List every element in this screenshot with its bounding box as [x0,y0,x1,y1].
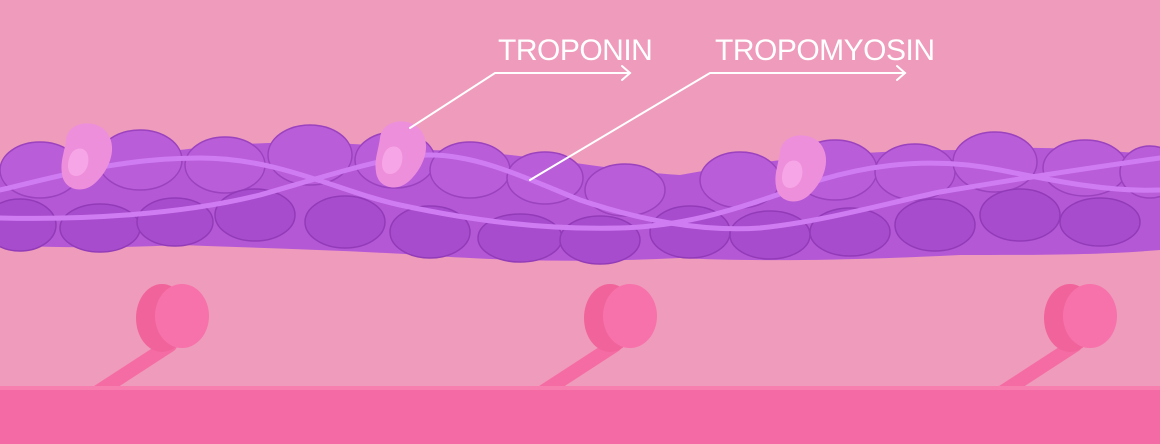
actin-filament [0,121,1160,265]
troponin-2 [375,121,427,188]
label-leaders [409,65,907,181]
tropomyosin-label: TROPOMYOSIN [715,34,935,67]
troponin-complexes [61,121,827,202]
myosin-head-3 [1044,284,1117,352]
troponin-3 [775,135,827,202]
tropomyosin-strand-b [0,155,1160,231]
thick-filament-top-edge [0,386,1160,390]
tropomyosin-strands [0,152,1160,232]
myosin-head-1 [136,284,209,352]
tropomyosin-leader-line [529,72,906,181]
troponin-1 [61,123,113,190]
tropomyosin-leader-fork [896,65,907,81]
myosin-heads [136,284,1117,352]
troponin-label: TROPONIN [498,34,652,67]
thick-filament [0,386,1160,444]
troponin-leader-line [409,72,631,129]
myosin-head-2 [584,284,657,352]
troponin-leader-fork [621,65,632,81]
tropomyosin-strand-a [0,152,1160,232]
